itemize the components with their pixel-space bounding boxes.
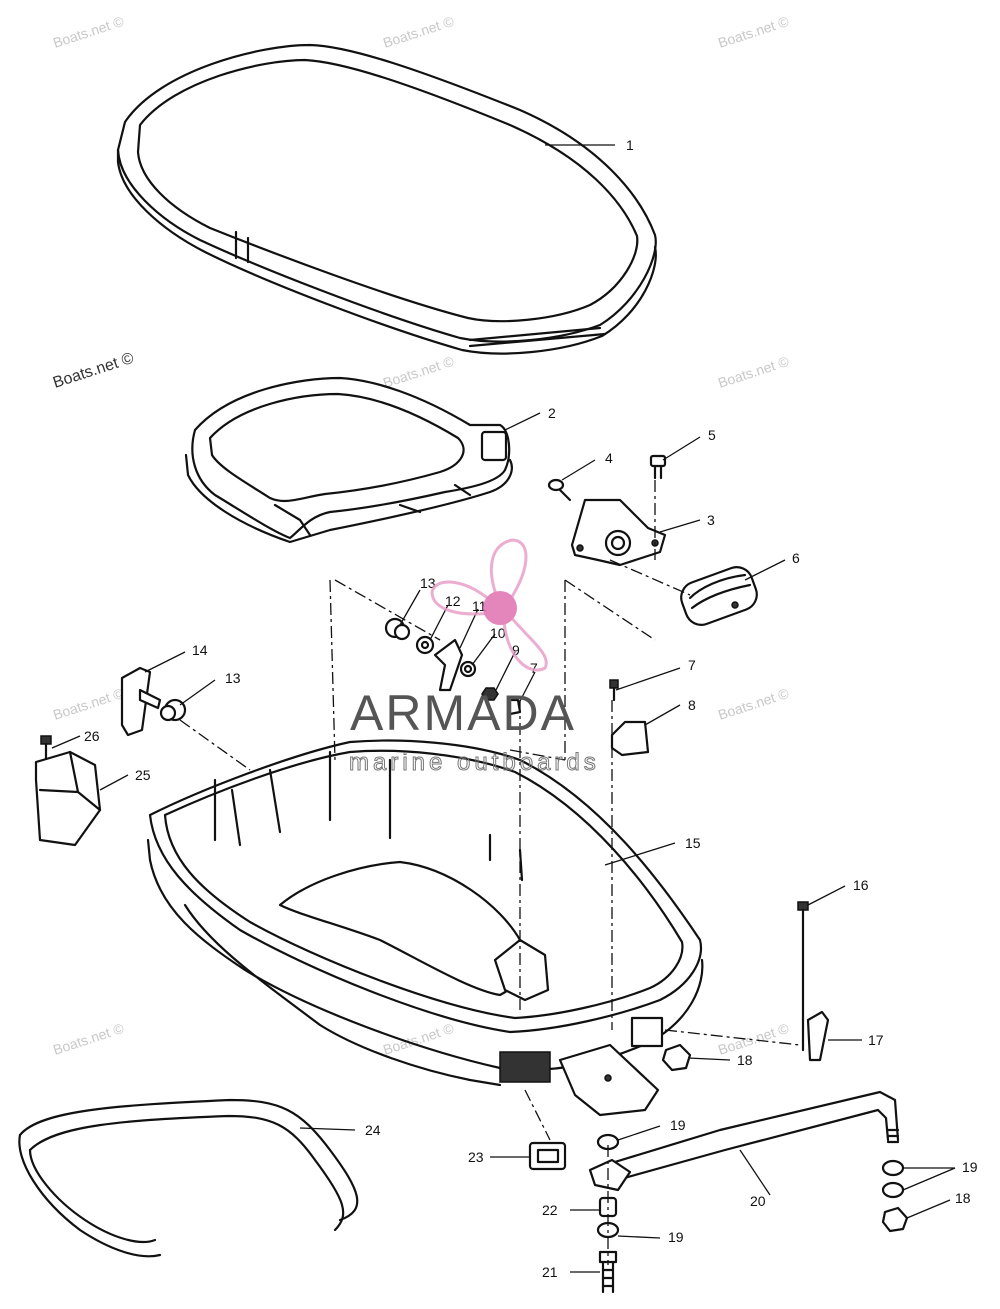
part-13-nut [159, 698, 187, 722]
part-19-washer [596, 1133, 905, 1239]
callout-13: 13 [420, 575, 436, 591]
callout-21: 21 [542, 1264, 558, 1280]
part-5-bolt [649, 454, 667, 480]
callout-7: 7 [688, 657, 696, 673]
armada-logo: ARMADA marine outboards [349, 538, 600, 777]
brand-name: ARMADA [350, 685, 576, 741]
callout-6: 6 [792, 550, 800, 566]
callout-5: 5 [708, 427, 716, 443]
callout-12: 12 [445, 593, 461, 609]
watermark: Boats.net © [716, 685, 791, 723]
part-2-inner-seal [184, 376, 513, 544]
part-16-17-link [797, 901, 830, 1062]
callout-13: 13 [225, 670, 241, 686]
callout-2: 2 [548, 405, 556, 421]
watermark: Boats.net © [381, 1020, 456, 1058]
callout-20: 20 [750, 1193, 766, 1209]
callout-4: 4 [605, 450, 613, 466]
part-7-8-clip [609, 679, 650, 757]
callout-18: 18 [955, 1190, 971, 1206]
callout-22: 22 [542, 1202, 558, 1218]
part-24-hose [18, 1098, 359, 1258]
part-14-lever [120, 666, 162, 737]
propeller-icon [430, 538, 548, 672]
part-3-bracket [570, 498, 667, 567]
part-25-cap [34, 750, 102, 847]
brand-tagline: marine outboards [349, 749, 600, 776]
watermark: Boats.net © [51, 350, 136, 392]
callout-17: 17 [868, 1032, 884, 1048]
part-23-clip [528, 1141, 567, 1171]
part-6-grommet [680, 566, 758, 626]
callout-23: 23 [468, 1149, 484, 1165]
watermark: Boats.net © [381, 13, 456, 51]
watermark: Boats.net © [51, 13, 126, 51]
watermark: Boats.net © [716, 13, 791, 51]
watermark: Boats.net © [381, 353, 456, 391]
callout-24: 24 [365, 1122, 381, 1138]
callout-10: 10 [490, 625, 506, 641]
alignment-lines [179, 480, 801, 1265]
callout-18: 18 [737, 1052, 753, 1068]
callout-7: 7 [530, 660, 538, 676]
watermark: Boats.net © [716, 1020, 791, 1058]
callout-8: 8 [688, 697, 696, 713]
callout-19: 19 [670, 1117, 686, 1133]
callout-14: 14 [192, 642, 208, 658]
parts-9-13-hardware [384, 617, 522, 716]
part-4-screw [547, 478, 572, 502]
part-15-bottom-cowl [146, 739, 704, 1117]
watermark: Boats.net © [51, 1020, 126, 1058]
callout-15: 15 [685, 835, 701, 851]
callout-19: 19 [668, 1229, 684, 1245]
callout-9: 9 [512, 642, 520, 658]
part-26-screw [40, 735, 52, 762]
callout-3: 3 [707, 512, 715, 528]
callout-19: 19 [962, 1159, 978, 1175]
callout-16: 16 [853, 877, 869, 893]
part-18-nut [661, 1043, 909, 1233]
callout-11: 11 [472, 598, 487, 614]
callout-25: 25 [135, 767, 151, 783]
leader-lines [51, 144, 956, 1273]
callout-26: 26 [84, 728, 100, 744]
callout-numbers: 1 2 3 4 5 6 7 7 8 9 10 11 12 13 13 14 15… [84, 137, 978, 1280]
part-1-top-seal [116, 43, 657, 355]
callout-1: 1 [626, 137, 634, 153]
watermark: Boats.net © [716, 353, 791, 391]
watermark: Boats.net © [51, 685, 126, 723]
